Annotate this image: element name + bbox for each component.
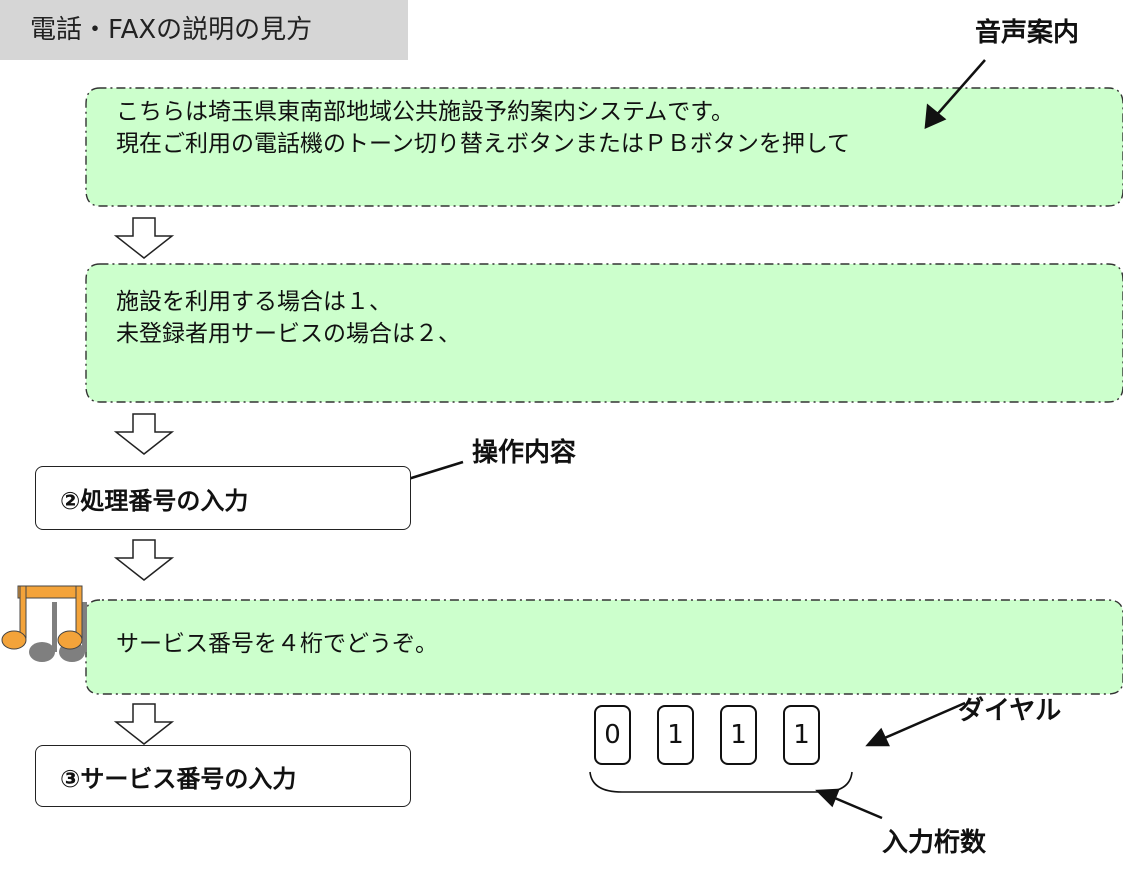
- voice-bubble-3-line-1: サービス番号を４桁でどうぞ。: [116, 631, 438, 657]
- dial-label: ダイヤル: [958, 696, 1062, 726]
- voice-bubble-1: [85, 87, 1123, 207]
- operation-label: 操作内容: [472, 438, 577, 468]
- voice-bubble-3: [85, 599, 1123, 695]
- dial-digit-box: 1: [783, 705, 820, 765]
- digits-brace: [589, 771, 853, 793]
- voice-bubble-2: [85, 263, 1123, 403]
- step-2-label: ②処理番号の入力: [60, 486, 249, 515]
- down-arrow-icon: [113, 217, 175, 259]
- voice-bubble-2-line-1: 施設を利用する場合は１、: [116, 289, 392, 315]
- dial-digit-box: 1: [657, 705, 694, 765]
- step-2-box: ②処理番号の入力: [35, 466, 411, 530]
- pointer-arrow-icon: [924, 59, 986, 130]
- digits-label: 入力桁数: [882, 828, 987, 858]
- dial-digit-box: 1: [720, 705, 757, 765]
- down-arrow-icon: [113, 539, 175, 581]
- pointer-arrow-icon: [815, 788, 883, 820]
- step-3-label: ③サービス番号の入力: [60, 764, 297, 793]
- pointer-arrow-icon: [865, 701, 966, 747]
- down-arrow-icon: [113, 413, 175, 455]
- dial-digit-value: 1: [667, 720, 684, 750]
- dial-digit-value: 1: [793, 720, 810, 750]
- down-arrow-icon: [113, 703, 175, 745]
- voice-bubble-1-line-1: こちらは埼玉県東南部地域公共施設予約案内システムです。: [116, 99, 735, 125]
- voice-bubble-2-line-2: 未登録者用サービスの場合は２、: [116, 321, 461, 347]
- dial-digit-box: 0: [594, 705, 631, 765]
- dial-digit-value: 0: [604, 720, 621, 750]
- voice-bubble-1-line-2: 現在ご利用の電話機のトーン切り替えボタンまたはＰＢボタンを押して: [116, 131, 851, 157]
- music-note-icon: [1, 585, 87, 662]
- page-title: 電話・FAXの説明の見方: [0, 0, 408, 60]
- dial-digit-value: 1: [730, 720, 747, 750]
- step-3-box: ③サービス番号の入力: [35, 745, 411, 807]
- voice-guide-label: 音声案内: [975, 18, 1080, 48]
